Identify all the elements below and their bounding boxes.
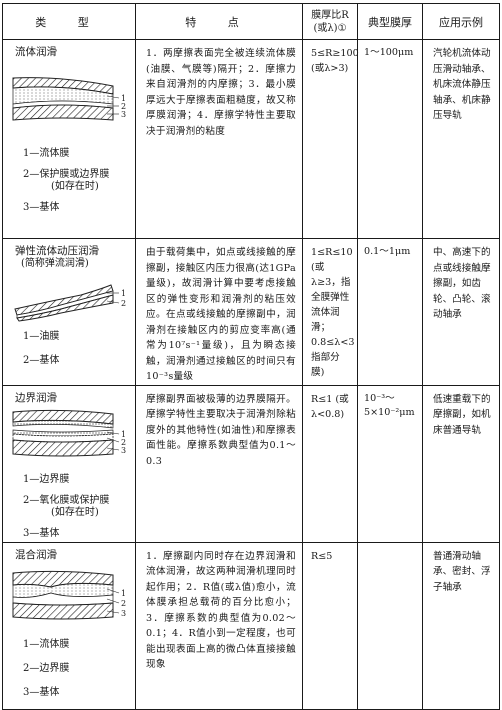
feature-cell: 1．摩擦副内同时存在边界润滑和流体润滑，故这两种润滑机理同时起作用；2．R值(或… bbox=[135, 541, 303, 710]
figure-number: 1 bbox=[121, 589, 126, 598]
legend-item: 1—边界膜 bbox=[23, 473, 70, 485]
ratio-cell: R≤1 (或λ<0.8) bbox=[302, 384, 358, 543]
thickness-cell bbox=[357, 541, 423, 710]
feature-cell: 1．两摩擦表面完全被连续流体膜(油膜、气膜等)隔开；2．摩擦力来自润滑剂的内摩擦… bbox=[135, 39, 303, 239]
feature-cell: 摩擦副界面被极薄的边界膜隔开。摩擦学特性主要取决于润滑剂除粘度外的其他特性(如油… bbox=[135, 384, 303, 543]
thickness-cell: 10⁻³～5×10⁻²μm bbox=[357, 384, 423, 543]
header-ratio-line1: 膜厚比R bbox=[311, 9, 349, 21]
figure-number: 3 bbox=[121, 609, 126, 618]
application-cell: 普通滑动轴承、密封、浮子轴承 bbox=[422, 541, 500, 710]
fluid-film-diagram: 1 2 3 bbox=[12, 77, 126, 121]
feature-cell: 由于载荷集中，如点或线接触的摩擦副，接触区内压力很高(达1GPa量级)，故润滑计… bbox=[135, 238, 303, 386]
header-thickness: 典型膜厚 bbox=[357, 3, 423, 40]
legend-item: (如存在时) bbox=[51, 181, 99, 192]
ratio-cell: R≤5 bbox=[302, 541, 358, 710]
figure-number: 3 bbox=[121, 446, 126, 455]
figure-number: 3 bbox=[121, 110, 126, 119]
type-subtitle: (简称弹流润滑) bbox=[21, 258, 89, 269]
application-cell: 汽轮机流体动压滑动轴承、机床流体静压轴承、机床静压导轨 bbox=[422, 39, 500, 239]
ratio-cell: 1≤R≤10 (或λ≥3，指全膜弹性流体润滑；0.8≤λ<3指部分膜) bbox=[302, 238, 358, 386]
type-name: 弹性流体动压润滑 bbox=[15, 245, 99, 257]
legend-item: (如存在时) bbox=[51, 506, 99, 518]
ehl-film-diagram: 1 2 bbox=[14, 284, 126, 322]
legend-item: 3—基体 bbox=[23, 686, 60, 698]
type-name: 流体润滑 bbox=[15, 46, 57, 58]
legend-item: 1—流体膜 bbox=[23, 148, 70, 159]
figure-number: 1 bbox=[121, 94, 126, 103]
type-name: 混合润滑 bbox=[15, 548, 57, 561]
legend: 1—边界膜 2—氧化膜或保护膜 (如存在时) 3—基体 bbox=[23, 474, 109, 549]
boundary-film-diagram: 1 2 3 bbox=[12, 409, 126, 456]
table-row: 弹性流体动压润滑 (简称弹流润滑) 1 2 1—油膜 2—基体 bbox=[2, 238, 500, 386]
header-application: 应用示例 bbox=[422, 3, 500, 40]
table-row: 流体润滑 1 2 3 bbox=[2, 39, 500, 239]
legend-item: 1—流体膜 bbox=[23, 638, 70, 650]
figure-number: 2 bbox=[121, 438, 126, 447]
type-cell: 混合润滑 1 2 3 bbox=[2, 541, 136, 710]
thickness-cell: 0.1～1μm bbox=[357, 238, 423, 386]
legend: 1—油膜 2—基体 bbox=[23, 331, 59, 376]
figure-number: 1 bbox=[121, 430, 126, 439]
header-type: 类 型 bbox=[2, 3, 136, 40]
type-name: 边界润滑 bbox=[15, 391, 57, 404]
header-ratio: 膜厚比R (或λ)① bbox=[302, 3, 358, 40]
table-row: 混合润滑 1 2 3 bbox=[2, 541, 500, 710]
figure-number: 2 bbox=[121, 299, 126, 308]
application-cell: 中、高速下的点或线接触摩擦副，如齿轮、凸轮、滚动轴承 bbox=[422, 238, 500, 386]
legend: 1—流体膜 2—保护膜或边界膜 (如存在时) 3—基体 bbox=[23, 148, 109, 223]
ratio-cell: 5≤R≥100 (或λ>3) bbox=[302, 39, 359, 239]
mixed-film-diagram: 1 2 3 bbox=[12, 570, 126, 619]
lubrication-types-table: 类 型 特 点 膜厚比R (或λ)① 典型膜厚 应用示例 流体润滑 bbox=[2, 3, 500, 710]
legend-item: 3—基体 bbox=[23, 527, 60, 539]
header-feature: 特 点 bbox=[135, 3, 303, 40]
header-ratio-line2: (或λ)① bbox=[313, 22, 347, 34]
figure-number: 2 bbox=[121, 599, 126, 608]
table-row: 边界润滑 1 2 bbox=[2, 384, 500, 543]
type-cell: 边界润滑 1 2 bbox=[2, 384, 136, 543]
type-cell: 弹性流体动压润滑 (简称弹流润滑) 1 2 1—油膜 2—基体 bbox=[2, 238, 136, 386]
legend-item: 2—氧化膜或保护膜 bbox=[23, 494, 110, 506]
legend-item: 2—保护膜或边界膜 bbox=[23, 169, 110, 180]
legend-item: 2—边界膜 bbox=[23, 662, 70, 674]
legend: 1—流体膜 2—边界膜 3—基体 bbox=[23, 639, 69, 708]
header-row: 类 型 特 点 膜厚比R (或λ)① 典型膜厚 应用示例 bbox=[2, 3, 500, 40]
thickness-cell: 1～100μm bbox=[357, 39, 423, 239]
legend-item: 3—基体 bbox=[23, 202, 60, 213]
figure-number: 1 bbox=[121, 289, 126, 298]
type-cell: 流体润滑 1 2 3 bbox=[2, 39, 136, 239]
application-cell: 低速重载下的摩擦副，如机床普通导轨 bbox=[422, 384, 500, 543]
legend-item: 1—油膜 bbox=[23, 331, 60, 342]
figure-number: 2 bbox=[121, 102, 126, 111]
legend-item: 2—基体 bbox=[23, 355, 60, 366]
